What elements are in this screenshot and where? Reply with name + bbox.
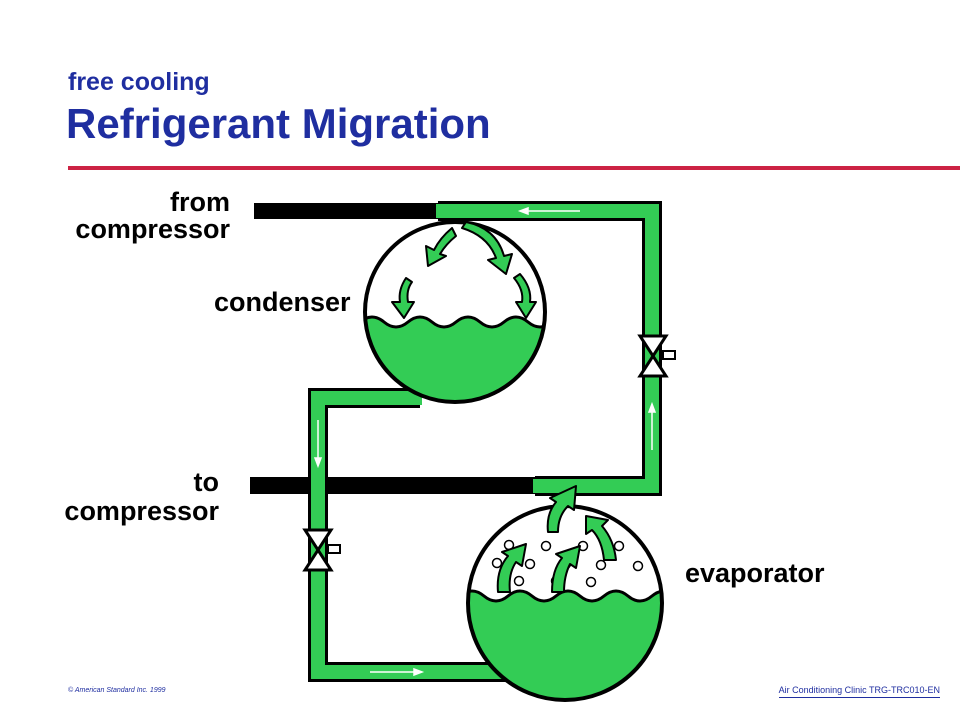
discharge-line-from-compressor: [254, 203, 438, 219]
migration-arrow-icon: [391, 221, 537, 319]
migration-arrow-icon: [496, 485, 617, 593]
page-subtitle: free cooling: [68, 68, 210, 96]
label-from: from: [170, 187, 230, 217]
valve-icon: [302, 528, 341, 572]
label-to-compressor: compressor: [64, 496, 219, 526]
valve-icon: [637, 334, 676, 378]
copyright-notice: © American Standard Inc. 1999: [68, 687, 166, 694]
condenser-vessel: [363, 220, 547, 404]
suction-line-to-compressor: [250, 477, 535, 494]
label-evaporator: evaporator: [685, 558, 825, 588]
flow-arrow-icon: [647, 401, 657, 450]
flow-arrow-icon: [517, 206, 580, 216]
page-title: Refrigerant Migration: [66, 100, 491, 147]
label-to: to: [194, 467, 219, 497]
course-reference: Air Conditioning Clinic TRG-TRC010-EN: [778, 685, 940, 698]
title-divider: [68, 166, 960, 170]
flow-arrow-icon: [313, 420, 323, 469]
evaporator-vessel: [466, 485, 664, 702]
flow-arrow-icon: [370, 667, 425, 677]
label-condenser: condenser: [214, 287, 351, 317]
label-from-compressor: compressor: [75, 214, 230, 244]
